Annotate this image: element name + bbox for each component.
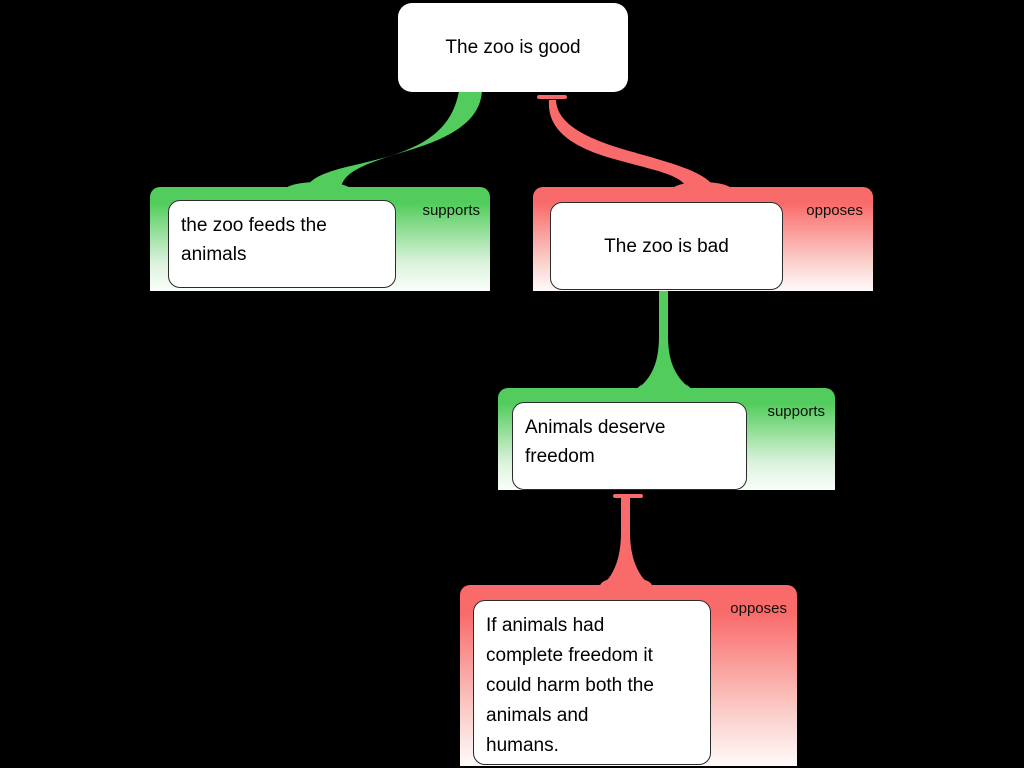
objection-node-1[interactable]: The zoo is bad — [550, 202, 783, 290]
reason-node-1-text: the zoo feeds the animals — [181, 215, 327, 265]
reason-node-2[interactable]: Animals deserve freedom — [512, 402, 747, 490]
support-edge-1 — [305, 91, 482, 190]
support-group-1[interactable]: supports the zoo feeds the animals — [150, 187, 490, 291]
oppose-edge-2 — [600, 498, 652, 587]
objection-node-2[interactable]: If animals had complete freedom it could… — [473, 600, 711, 765]
relation-label-supports-1: supports — [422, 202, 480, 219]
support-edge-2 — [636, 288, 692, 390]
oppose-group-2[interactable]: opposes If animals had complete freedom … — [460, 585, 797, 766]
support-group-2[interactable]: supports Animals deserve freedom — [498, 388, 835, 490]
relation-label-opposes-2: opposes — [730, 600, 787, 617]
claim-node-root[interactable]: The zoo is good — [398, 3, 628, 92]
objection-node-1-text: The zoo is bad — [604, 235, 729, 257]
oppose-indicator-bar-1 — [537, 95, 567, 99]
objection-node-2-text: If animals had complete freedom it could… — [486, 615, 654, 756]
reason-node-2-text: Animals deserve freedom — [525, 417, 666, 467]
relation-label-opposes-1: opposes — [806, 202, 863, 219]
reason-node-1[interactable]: the zoo feeds the animals — [168, 200, 396, 288]
oppose-group-1[interactable]: opposes The zoo is bad — [533, 187, 873, 291]
oppose-edge-1 — [548, 100, 716, 190]
oppose-indicator-bar-2 — [613, 494, 643, 498]
relation-label-supports-2: supports — [767, 403, 825, 420]
claim-node-root-text: The zoo is good — [445, 36, 581, 58]
